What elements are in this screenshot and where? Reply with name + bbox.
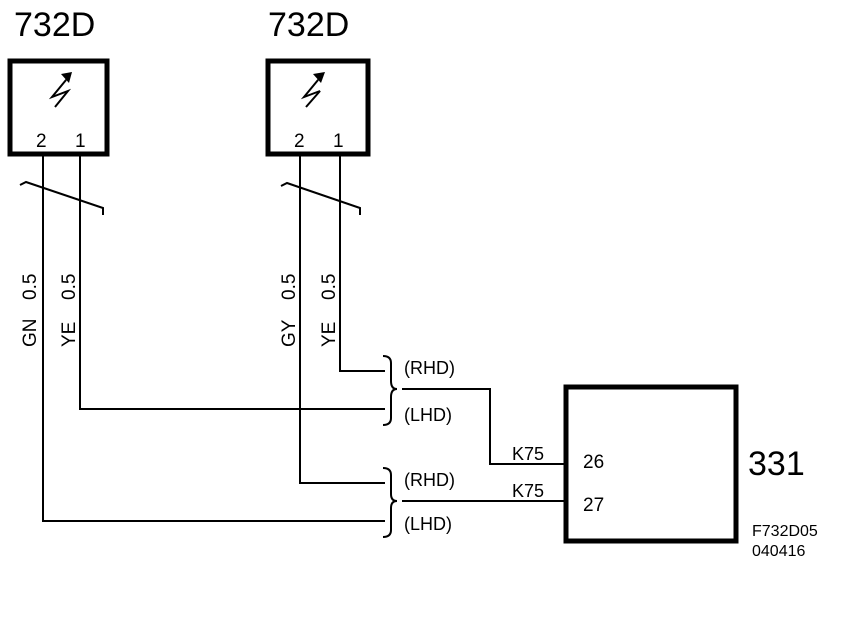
sensor-symbol-icon bbox=[48, 72, 72, 108]
figure-code-line1: F732D05 bbox=[752, 523, 818, 540]
control-unit-pin-26: 26 bbox=[583, 452, 604, 473]
connector-label-lower: K75 bbox=[512, 481, 544, 501]
upper-lhd-label: (LHD) bbox=[404, 405, 452, 425]
wire-ye-left-color: YE bbox=[59, 322, 80, 347]
control-unit-pin-27: 27 bbox=[583, 495, 604, 516]
control-unit-box bbox=[563, 384, 739, 544]
wire-ye-right-size: 0.5 bbox=[319, 274, 340, 300]
left-sensor-pin-2: 2 bbox=[36, 131, 47, 152]
wire-to-pin-26 bbox=[402, 388, 566, 465]
variant-brace-upper bbox=[382, 355, 398, 426]
wire-ye-right-color: YE bbox=[319, 322, 340, 347]
right-sensor-box bbox=[265, 58, 371, 157]
variant-brace-lower bbox=[382, 467, 398, 538]
sensor-symbol-icon bbox=[300, 72, 325, 108]
wire-gy-size: 0.5 bbox=[279, 274, 300, 300]
twisted-pair-mark bbox=[19, 180, 104, 215]
right-sensor-pin-1: 1 bbox=[333, 131, 344, 152]
left-sensor-label: 732D bbox=[14, 6, 95, 44]
upper-rhd-label: (RHD) bbox=[404, 358, 455, 378]
wire-ye-left-size: 0.5 bbox=[59, 274, 80, 300]
right-sensor-label: 732D bbox=[268, 6, 349, 44]
lower-lhd-label: (LHD) bbox=[404, 514, 452, 534]
figure-code-line2: 040416 bbox=[752, 543, 805, 560]
lower-rhd-label: (RHD) bbox=[404, 470, 455, 490]
left-sensor-pin-1: 1 bbox=[75, 131, 86, 152]
control-unit-label: 331 bbox=[748, 445, 805, 483]
wire-gn-size: 0.5 bbox=[20, 274, 41, 300]
wire-ye-left bbox=[79, 154, 385, 410]
wire-gn-color: GN bbox=[20, 319, 41, 348]
twisted-pair-mark bbox=[280, 181, 361, 215]
wire-gy bbox=[299, 154, 385, 484]
connector-label-upper: K75 bbox=[512, 444, 544, 464]
wire-ye-right bbox=[339, 154, 385, 372]
left-sensor-box bbox=[7, 58, 110, 157]
wire-gy-color: GY bbox=[279, 319, 300, 347]
wire-gn bbox=[42, 154, 385, 522]
right-sensor-pin-2: 2 bbox=[294, 131, 305, 152]
